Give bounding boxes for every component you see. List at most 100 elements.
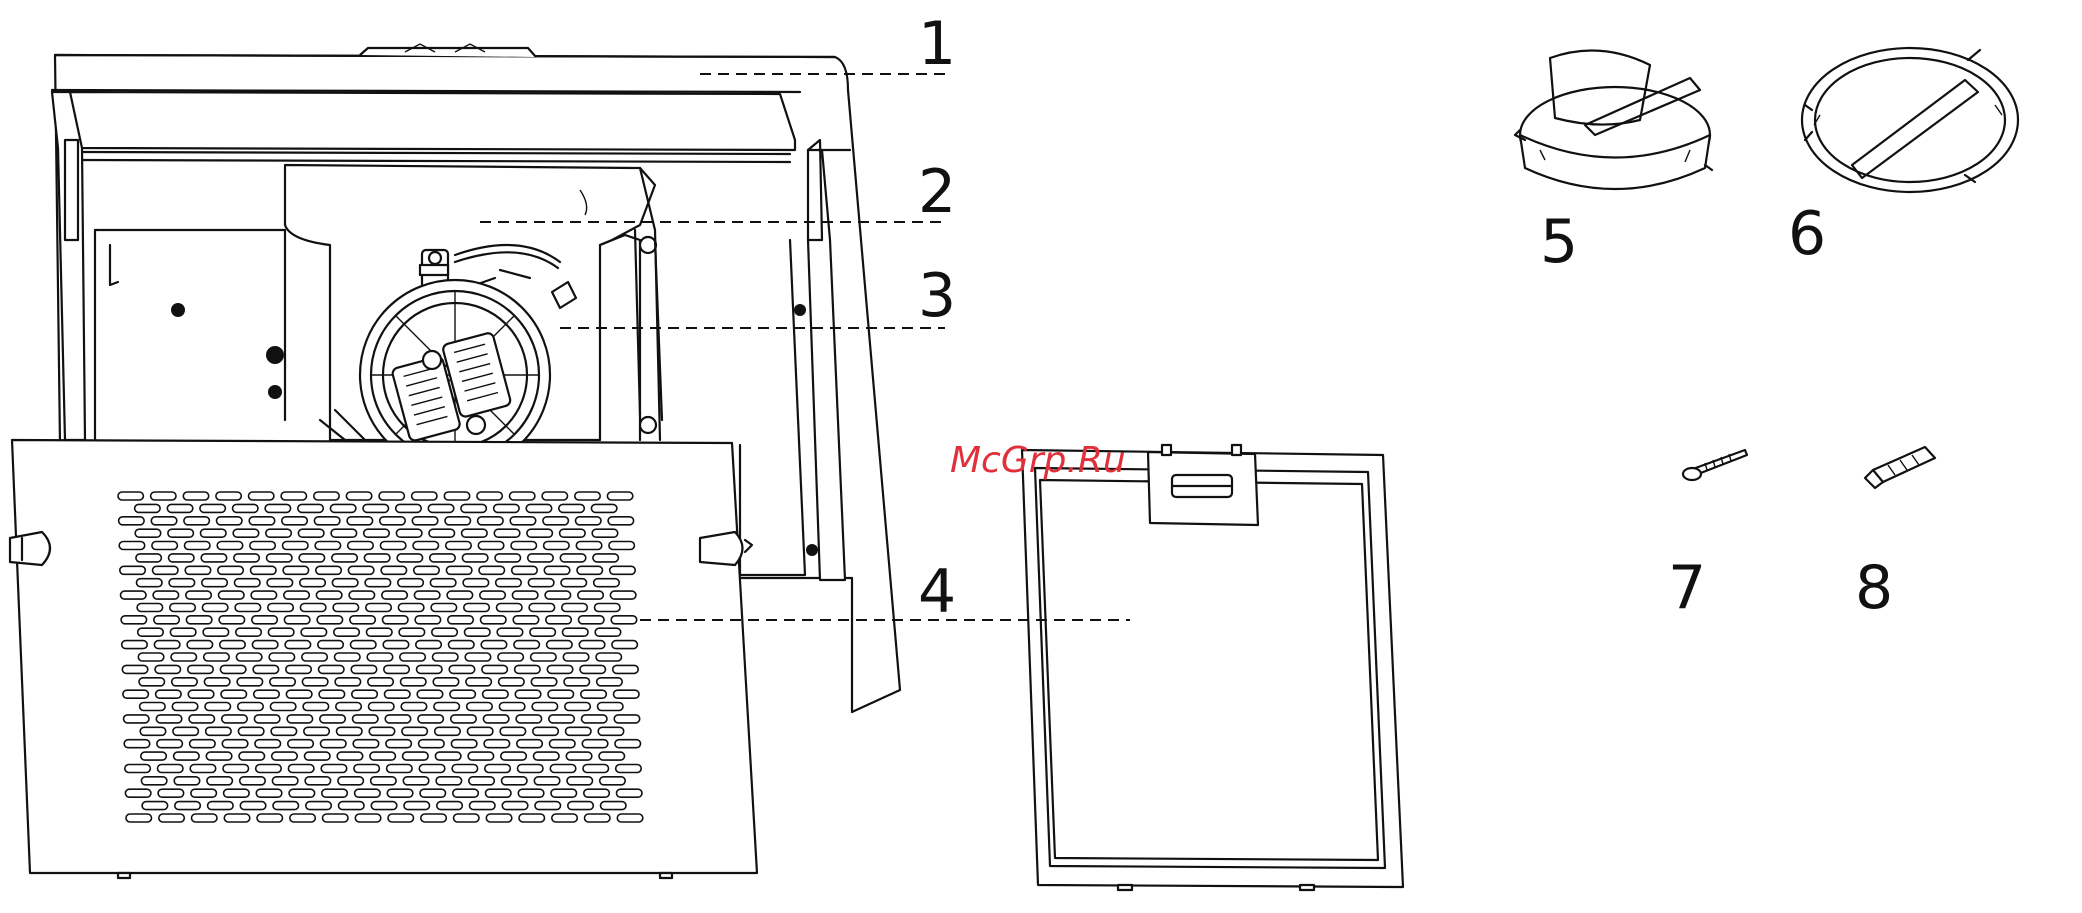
- grille-slot: [465, 628, 491, 636]
- grille-slot: [159, 814, 185, 822]
- grille-slot: [468, 752, 494, 760]
- grease-filter: [1022, 445, 1403, 890]
- grille-slot: [154, 616, 180, 624]
- grille-slot: [449, 641, 475, 649]
- grille-slot: [126, 814, 152, 822]
- grille-slot: [499, 703, 525, 711]
- grille-slot: [366, 604, 392, 612]
- grille-slot: [200, 504, 226, 512]
- grille-slot: [384, 665, 410, 673]
- grille-slot: [201, 554, 227, 562]
- grille-slot: [462, 554, 488, 562]
- grille-slot: [432, 628, 458, 636]
- grille-slot: [153, 566, 179, 574]
- grille-slot: [156, 690, 182, 698]
- grille-slot: [486, 814, 512, 822]
- grille-slot: [125, 765, 151, 773]
- grille-slot: [208, 802, 234, 810]
- grille-slot: [207, 777, 233, 785]
- grille-slot: [170, 628, 196, 636]
- grille-slot: [552, 814, 578, 822]
- grille-slot: [380, 517, 406, 525]
- grille-slot: [333, 604, 359, 612]
- grille-slot: [219, 591, 245, 599]
- grille-slot: [352, 690, 378, 698]
- grille-slot: [513, 616, 539, 624]
- grille-slot: [386, 740, 412, 748]
- grille-slot: [567, 777, 593, 785]
- grille-slot: [119, 542, 145, 550]
- grille-slot: [430, 554, 456, 562]
- callout-4: 4: [918, 557, 956, 627]
- grille-slot: [434, 703, 460, 711]
- grille-slot: [306, 802, 332, 810]
- grille-slot: [249, 492, 274, 500]
- grille-slot: [220, 641, 246, 649]
- grille-slot: [450, 690, 476, 698]
- grille-slot: [218, 566, 244, 574]
- grille-slot: [616, 765, 642, 773]
- grille-slot: [184, 517, 210, 525]
- grille-slot: [354, 765, 380, 773]
- grille-slot: [140, 727, 166, 735]
- round-flange: [1802, 48, 2018, 192]
- grille-slot: [518, 765, 544, 773]
- grille-slot: [223, 765, 249, 773]
- grille-slot: [170, 604, 196, 612]
- grille-slot: [445, 517, 471, 525]
- grille-slot: [255, 740, 281, 748]
- grille-slot: [118, 492, 143, 500]
- grille-slot: [447, 591, 473, 599]
- grille-slot: [316, 591, 342, 599]
- grille-slot: [314, 492, 339, 500]
- grille-slot: [122, 641, 148, 649]
- grille-slot: [282, 517, 308, 525]
- grille-slot: [483, 690, 509, 698]
- grille-slot: [289, 789, 315, 797]
- grille-slot: [186, 591, 212, 599]
- grille-slot: [301, 628, 327, 636]
- grille-slot: [379, 492, 404, 500]
- grille-slot: [610, 591, 636, 599]
- grille-slot: [202, 579, 228, 587]
- grille-slot: [156, 715, 182, 723]
- grille-slot: [412, 517, 438, 525]
- grille-slot: [403, 777, 429, 785]
- grille-slot: [385, 715, 411, 723]
- grille-slot: [613, 665, 639, 673]
- grille-slot: [484, 740, 510, 748]
- grille-slot: [401, 678, 427, 686]
- grille-slot: [240, 802, 265, 810]
- grille-slot: [582, 715, 608, 723]
- grille-slot: [315, 542, 341, 550]
- grille-slot: [355, 814, 381, 822]
- grille-slot: [337, 727, 363, 735]
- grille-slot: [221, 690, 247, 698]
- grille-slot: [323, 814, 349, 822]
- callout-5: 5: [1540, 207, 1578, 277]
- grille-slot: [607, 492, 632, 500]
- grille-slot: [453, 789, 479, 797]
- grille-slot: [204, 678, 230, 686]
- grille-slot: [547, 665, 573, 673]
- grille-slot: [550, 765, 576, 773]
- grille-slot: [551, 789, 577, 797]
- grille-slot: [413, 542, 439, 550]
- grille-slot: [437, 802, 463, 810]
- grille-slot: [204, 653, 230, 661]
- grille-slot: [335, 653, 361, 661]
- grille-slot: [141, 752, 167, 760]
- grille-slot: [396, 504, 422, 512]
- grille-slot: [348, 566, 374, 574]
- grille-slot: [249, 517, 275, 525]
- grille-slot: [560, 554, 586, 562]
- grille-slot: [581, 690, 607, 698]
- callout-8: 8: [1855, 553, 1893, 623]
- grille-slot: [192, 814, 218, 822]
- grille-slot: [594, 579, 620, 587]
- grille-slot: [415, 616, 441, 624]
- grille-slot: [483, 715, 509, 723]
- grille-slot: [370, 752, 396, 760]
- grille-slot: [364, 554, 390, 562]
